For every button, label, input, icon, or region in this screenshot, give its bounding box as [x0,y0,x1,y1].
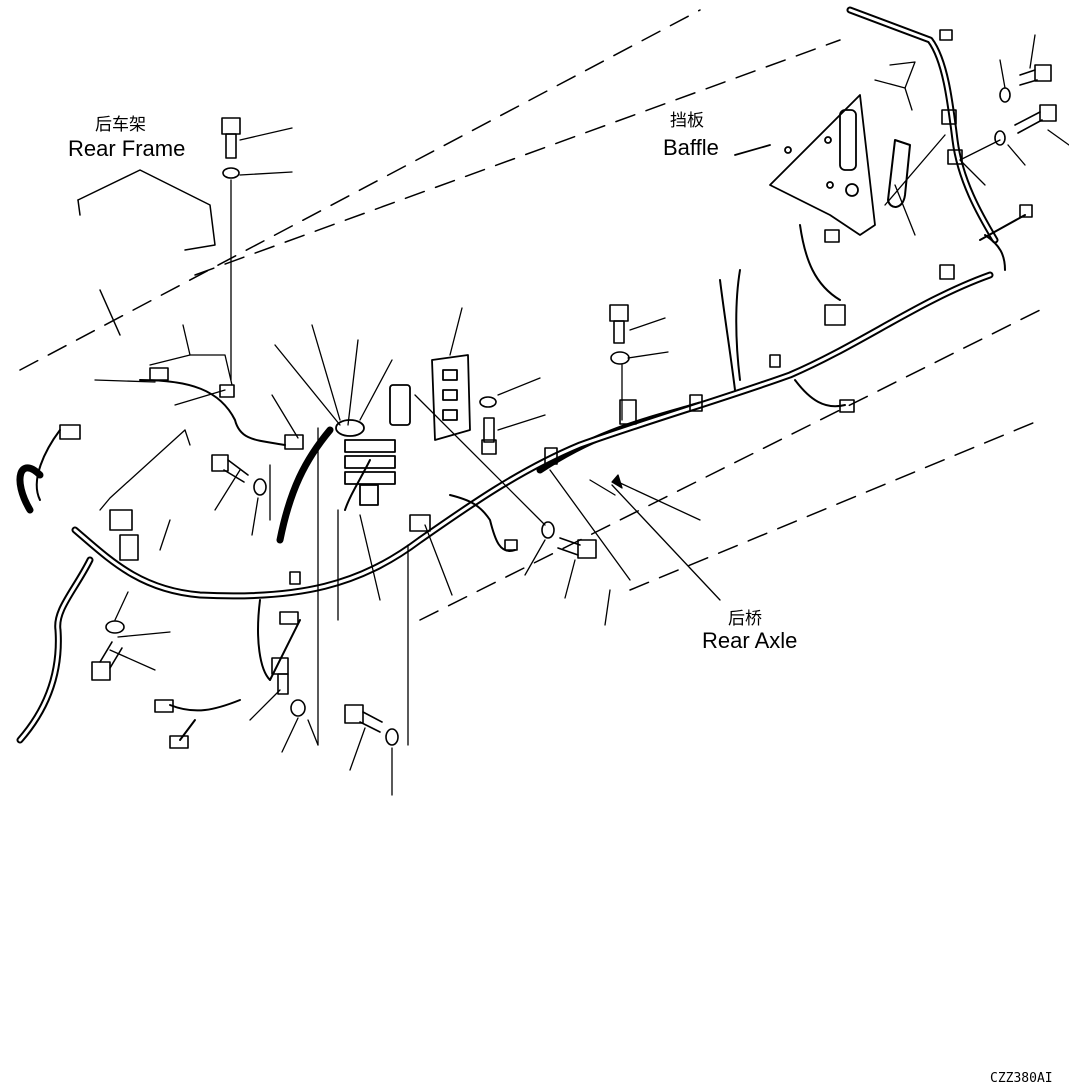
rear-frame-outline [19,9,1041,621]
drawing-code: CZZ380AI [990,1071,1053,1086]
bolt-lower-left [91,641,123,681]
bolt-rear-frame [221,117,241,159]
baffle-label-cn: 挡板 [670,111,704,130]
bolt-lower-center [344,704,383,733]
bolt-lower-mid [271,657,289,695]
washers [105,87,1011,746]
rear-frame-label-en: Rear Frame [68,136,186,161]
harness-branches [35,214,1026,741]
rear-axle-label-cn: 后桥 [728,609,762,628]
bolts [91,64,1057,733]
baffle-plate [734,94,876,236]
baffle-label-en: Baffle [663,135,719,160]
bolt-right-top-1 [1019,64,1052,86]
clips-and-connectors [59,29,1033,749]
harness-main-trunk-core [18,8,997,742]
bolt-right-top-2 [1014,104,1057,134]
bolt-center [481,417,497,455]
leader-lines [94,34,1069,796]
rear-axle-label-en: Rear Axle [702,628,798,653]
bolt-upper-mid [609,304,629,344]
bolt-right-mid [557,537,597,559]
rear-frame-block [77,169,216,336]
connector-cluster [335,354,471,506]
bolt-left [211,454,249,483]
harness-main-trunk [16,6,999,744]
rear-frame-label-cn: 后车架 [95,115,146,134]
